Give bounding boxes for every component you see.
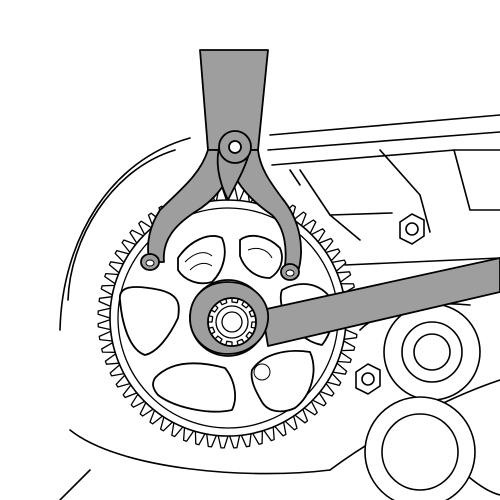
crankshaft-nut (215, 305, 249, 339)
housing-bolt (399, 213, 425, 245)
holding-tool (140, 49, 302, 281)
flywheel-window-detail (184, 247, 273, 381)
housing-bolt (355, 363, 381, 395)
ring-spanner-handle (261, 257, 500, 347)
adjacent-pulley (364, 303, 481, 500)
